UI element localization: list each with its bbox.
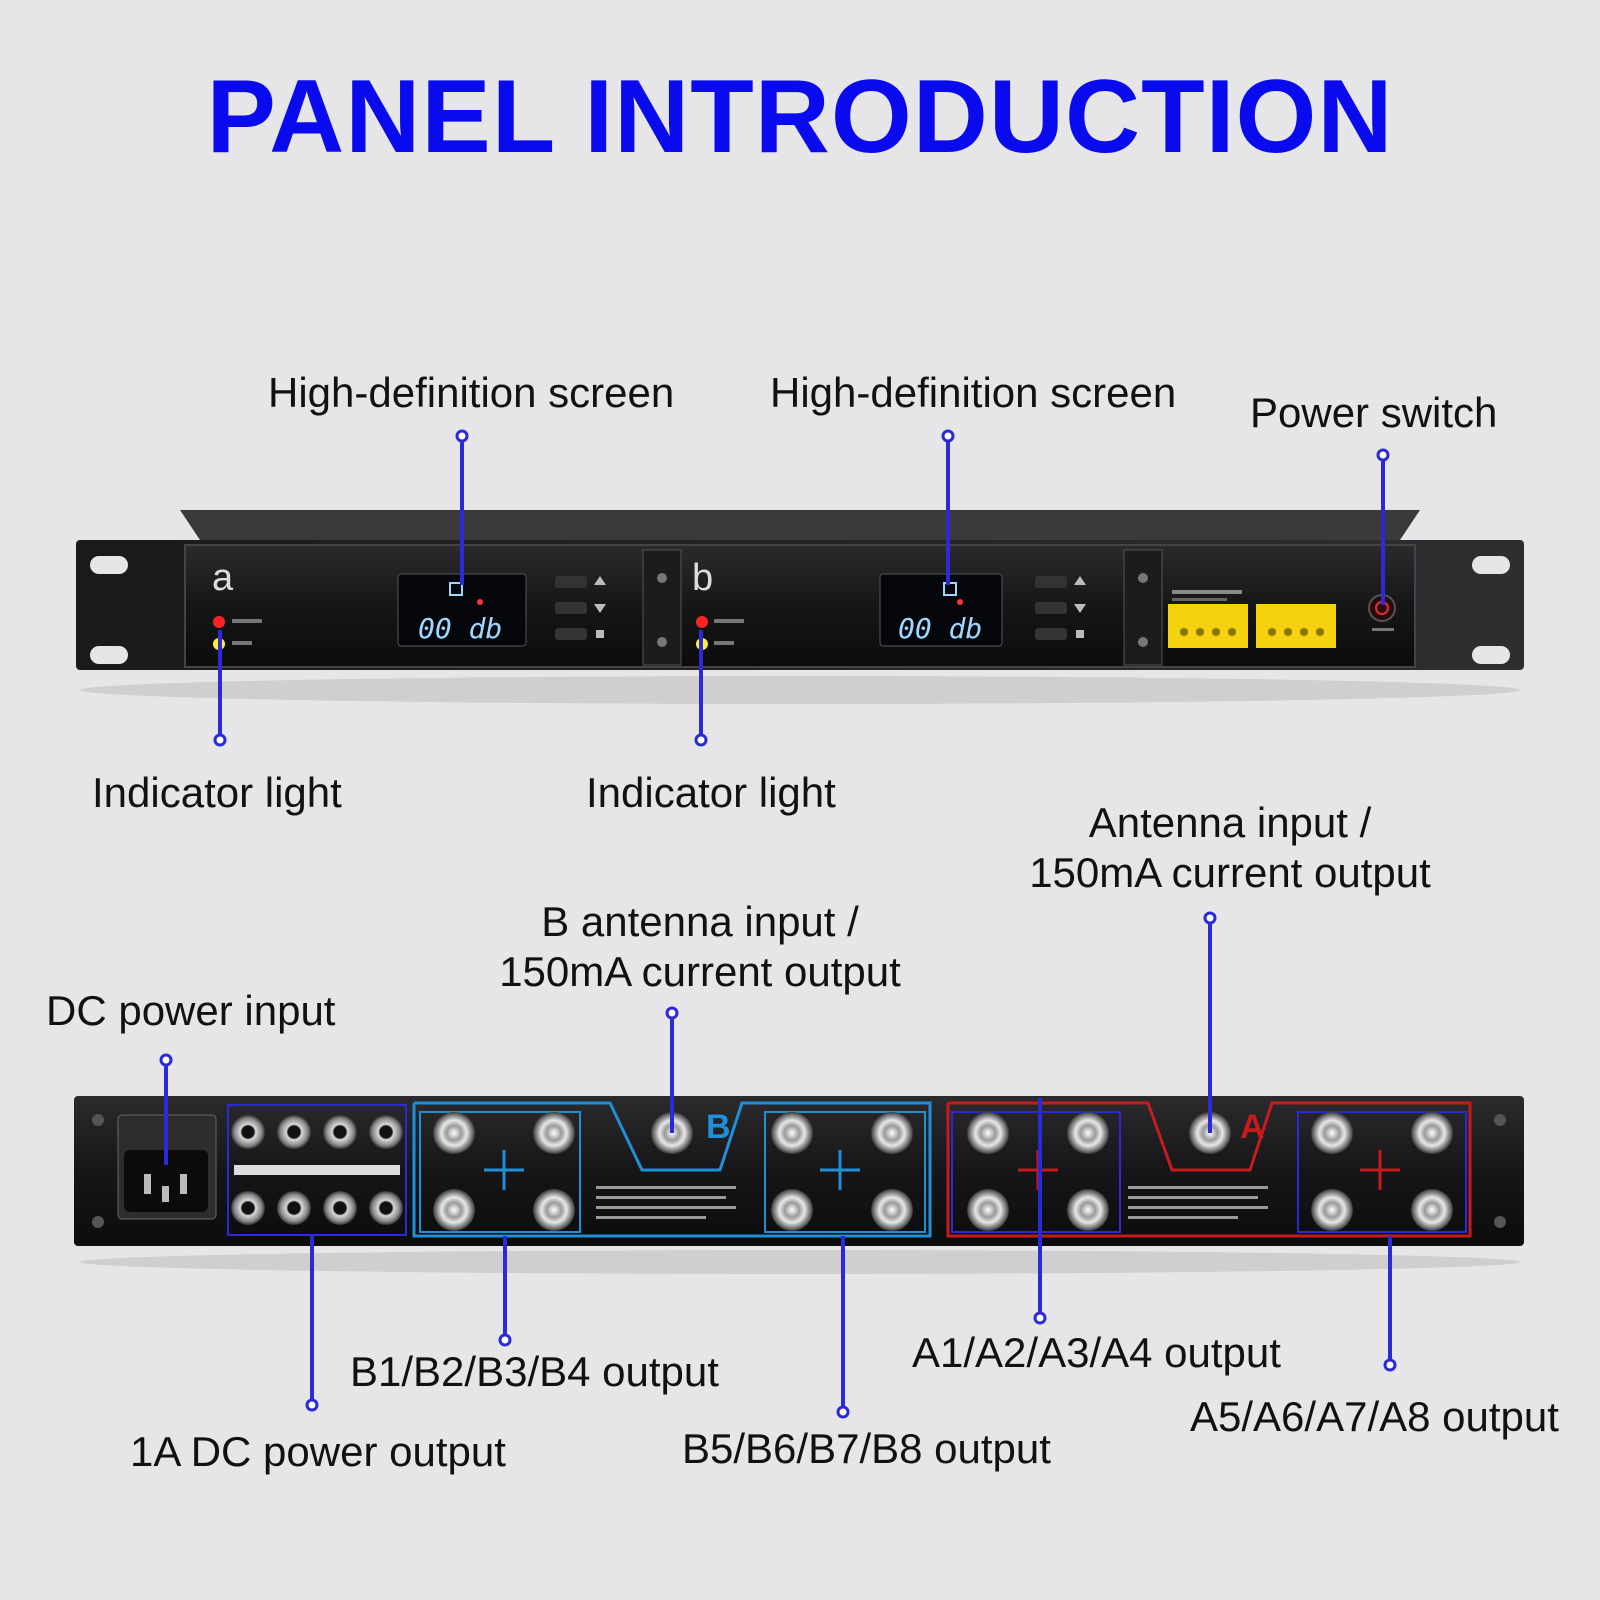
dc-output-block	[227, 1104, 407, 1236]
a-output-ports[interactable]	[967, 1112, 1453, 1231]
label-b-antenna-line1: B antenna input /	[541, 898, 859, 945]
label-b-antenna-line2: 150mA current output	[499, 948, 901, 995]
label-a1-a4: A1/A2/A3/A4 output	[912, 1329, 1281, 1376]
overload-led-a	[213, 616, 225, 628]
screen-b-reading: 00 db	[898, 612, 982, 645]
label-dc-power-input: DC power input	[46, 987, 336, 1034]
status-panel-left	[1168, 604, 1248, 648]
group-b-letter: B	[706, 1108, 731, 1146]
page-title: PANEL INTRODUCTION	[206, 59, 1394, 175]
channel-a-letter: a	[212, 557, 234, 599]
label-screen-a: High-definition screen	[268, 369, 675, 416]
menu-buttons-a[interactable]	[555, 576, 606, 640]
screen-a-reading: 00 db	[418, 612, 502, 645]
status-panel-right	[1256, 604, 1336, 648]
label-a-antenna-line1: Antenna input /	[1088, 799, 1372, 846]
dc-output-ports[interactable]	[231, 1115, 403, 1225]
overload-led-b	[696, 616, 708, 628]
screen-b	[879, 573, 1003, 647]
group-a-letter: A	[1240, 1108, 1265, 1146]
label-power-switch: Power switch	[1250, 389, 1498, 436]
channel-b-letter: b	[692, 557, 713, 599]
callout-lines	[159, 429, 1397, 1419]
label-b5-b8: B5/B6/B7/B8 output	[682, 1425, 1051, 1472]
label-a-antenna-line2: 150mA current output	[1029, 849, 1431, 896]
label-a5-a8: A5/A6/A7/A8 output	[1190, 1393, 1559, 1440]
label-dc-power-output: 1A DC power output	[130, 1428, 506, 1475]
menu-buttons-b[interactable]	[1035, 576, 1086, 640]
front-panel: a 00 db b 00 db	[76, 510, 1524, 704]
label-indicator-a: Indicator light	[92, 769, 342, 816]
label-indicator-b: Indicator light	[586, 769, 836, 816]
rear-panel: B A	[74, 1096, 1524, 1274]
label-screen-b: High-definition screen	[770, 369, 1177, 416]
b-output-ports[interactable]	[433, 1112, 913, 1231]
label-b1-b4: B1/B2/B3/B4 output	[350, 1348, 719, 1395]
